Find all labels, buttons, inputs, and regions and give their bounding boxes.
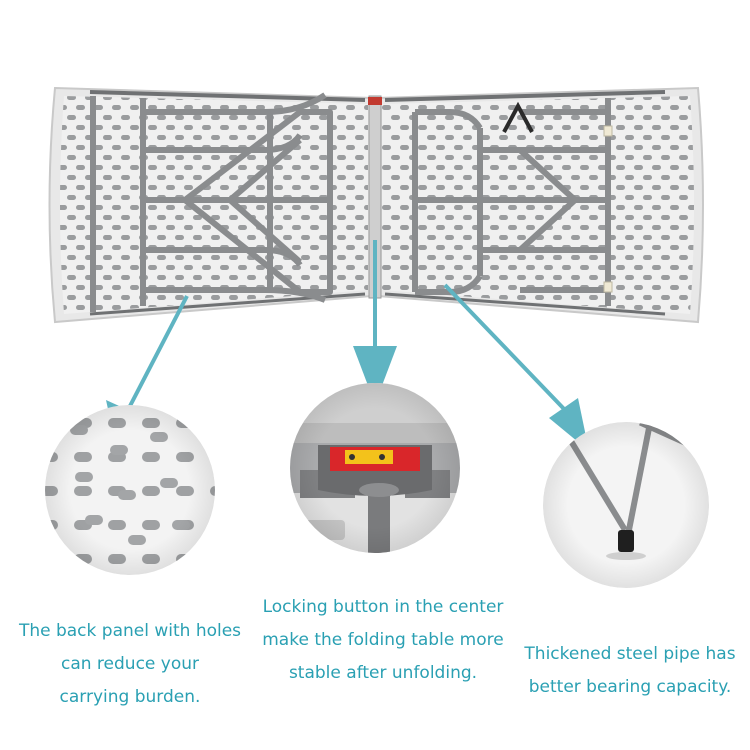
folding-table xyxy=(48,86,704,324)
detail-steel-pipe-leg xyxy=(543,422,709,588)
caption-back-panel: The back panel with holes can reduce you… xyxy=(18,621,242,707)
caption-locking-button: Locking button in the center make the fo… xyxy=(262,597,504,683)
detail-locking-button xyxy=(290,383,460,553)
steel-frame-left xyxy=(90,92,333,312)
detail-back-panel-holes xyxy=(45,405,215,575)
arrow-to-lock xyxy=(353,240,397,404)
caption-steel-pipe: Thickened steel pipe has better bearing … xyxy=(524,644,736,697)
carry-handle xyxy=(502,101,534,133)
